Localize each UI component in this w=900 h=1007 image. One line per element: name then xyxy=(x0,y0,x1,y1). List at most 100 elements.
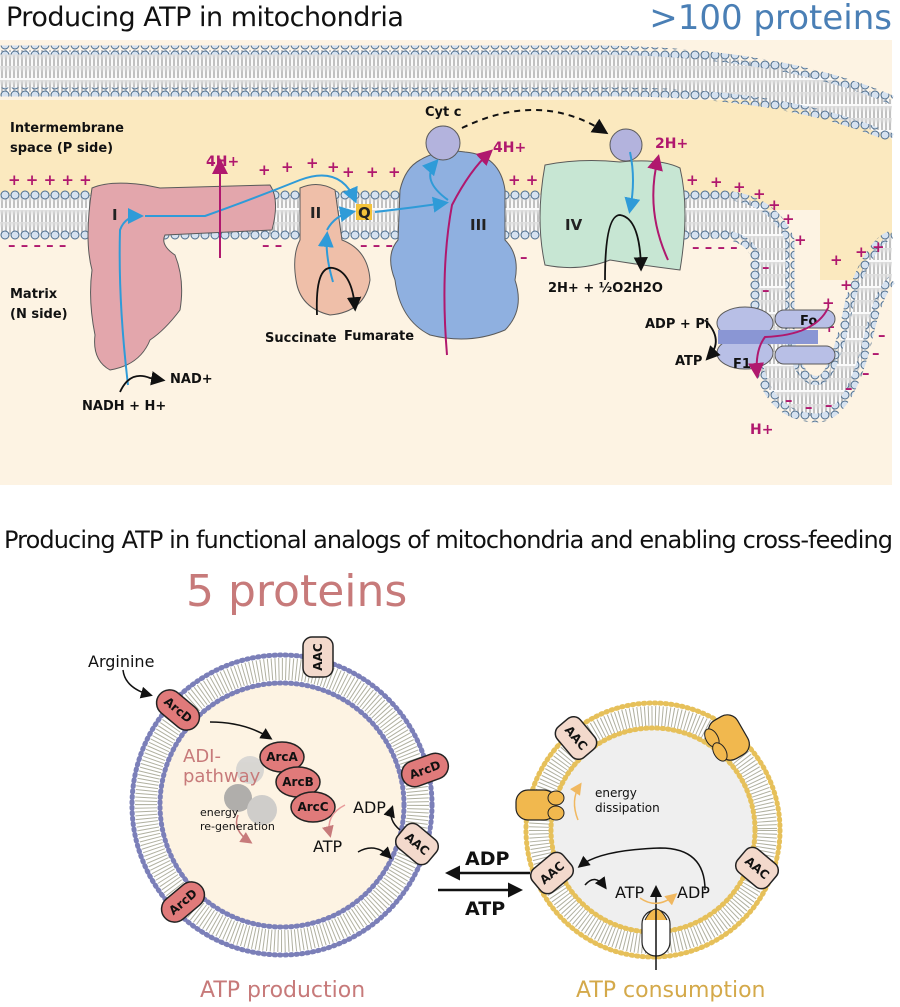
quinone-label: Q xyxy=(358,204,371,222)
water-label: H2O xyxy=(632,281,663,296)
matrix-label-1: Matrix xyxy=(10,287,58,302)
nadh-label: NADH + H+ xyxy=(82,399,166,414)
aac-to-adp-arrow xyxy=(383,805,401,831)
atp-hydrolysis-arrow xyxy=(639,893,678,906)
proton-label-complex-1: 4H+ xyxy=(206,154,239,170)
svg-text:– – – – –: – – – – – xyxy=(8,236,66,254)
mitochondria-diagram: + + + + + + + + + + + + + + + + + + + + … xyxy=(0,40,896,485)
producer-cell xyxy=(129,652,435,958)
atp-label-top: ATP xyxy=(675,354,702,369)
aac-transporter-producer-right: AAC xyxy=(394,822,440,866)
adp-return-arrow xyxy=(577,847,706,891)
adp-pi-label: ADP + Pi xyxy=(645,317,709,332)
svg-text:–: – xyxy=(878,326,886,344)
analog-title: Producing ATP in functional analogs of m… xyxy=(4,526,893,554)
f1-label: F1 xyxy=(733,357,751,372)
svg-text:+: + xyxy=(710,173,723,191)
consumer-protein-top-right xyxy=(704,714,750,762)
complex-2-label: II xyxy=(310,204,321,222)
analog-protein-count: 5 proteins xyxy=(186,566,408,617)
svg-text:+: + xyxy=(388,163,401,181)
proton-paths xyxy=(212,149,829,379)
succinate-label: Succinate xyxy=(265,331,337,346)
nad-label: NAD+ xyxy=(170,372,213,387)
svg-text:+: + xyxy=(840,276,853,294)
svg-text:+: + xyxy=(872,238,885,256)
svg-text:–: – xyxy=(862,364,870,382)
arginine-uptake-arrow xyxy=(122,669,153,699)
cyt-c-label: Cyt c xyxy=(425,105,461,120)
cross-feeding-diagram: ArcD ArcD ArcD AAC AAC ArcA ArcB ArcC A xyxy=(88,636,783,970)
energy-label-2: re-generation xyxy=(200,820,275,833)
svg-text:+ + + + +: + + + + + xyxy=(8,171,92,189)
cyt-c-transfer-arrow xyxy=(461,108,609,135)
svg-text:+: + xyxy=(306,154,319,172)
svg-text:+: + xyxy=(782,210,795,228)
adp-exchange-arrow: ADP xyxy=(445,848,530,881)
complex-3: III xyxy=(390,150,519,340)
matrix-label-2: (N side) xyxy=(10,307,68,322)
svg-text:ArcC: ArcC xyxy=(297,800,328,814)
svg-text:+: + xyxy=(822,294,835,312)
svg-text:+: + xyxy=(281,158,294,176)
producer-adp-label: ADP xyxy=(353,798,386,817)
outer-membrane xyxy=(0,45,894,143)
aac-transporter-producer-top: AAC xyxy=(302,636,334,678)
svg-text:+: + xyxy=(830,251,843,269)
svg-text:+: + xyxy=(686,171,699,189)
producer-atp-label: ATP xyxy=(313,837,342,856)
svg-text:–: – xyxy=(785,391,793,409)
oxygen-reaction-label: 2H+ + ½O2 xyxy=(548,281,632,296)
svg-text:AAC: AAC xyxy=(311,643,325,671)
cyt-c-bound-3 xyxy=(425,125,461,161)
svg-text:–: – xyxy=(872,344,880,362)
complex-3-label: III xyxy=(470,216,487,234)
complex-4-label: IV xyxy=(565,216,583,234)
atp-exchange-arrow: ATP xyxy=(438,882,523,920)
complex-1: I xyxy=(87,182,276,371)
svg-text:–: – xyxy=(762,281,770,299)
reaction-arrows xyxy=(119,214,721,393)
complex-1-label: I xyxy=(112,206,118,224)
svg-text:ArcB: ArcB xyxy=(282,775,313,789)
svg-text:+: + xyxy=(258,161,271,179)
quinone-box xyxy=(356,204,372,220)
svg-text:+: + xyxy=(366,163,379,181)
atp-production-caption: ATP production xyxy=(200,978,366,1003)
ims-label-2: space (P side) xyxy=(10,141,113,156)
aac-transporter-consumer-top-left: AAC xyxy=(554,715,598,761)
svg-text:–: – xyxy=(825,396,833,414)
atp-to-aac-arrow xyxy=(357,846,393,860)
arginine-label: Arginine xyxy=(88,652,154,671)
consumer-atpase-bottom xyxy=(641,885,671,970)
dissipation-label-1: energy xyxy=(595,786,637,800)
svg-text:+ +: + + xyxy=(508,171,538,189)
arca-enzyme: ArcA xyxy=(259,741,305,773)
adp-to-atp-arrow xyxy=(322,804,346,838)
adi-enzyme-cluster xyxy=(224,756,277,825)
consumer-atp-label: ATP xyxy=(615,883,644,902)
svg-text:+: + xyxy=(327,158,340,176)
svg-text:+: + xyxy=(733,178,746,196)
atp-consumption-caption: ATP consumption xyxy=(576,978,766,1003)
svg-text:–: – xyxy=(520,248,528,266)
positive-charges: + + + + + + + + + + + + + + + + + + + + … xyxy=(8,154,885,336)
adi-pathway-label-1: ADI- xyxy=(183,746,221,767)
electron-paths xyxy=(118,151,641,386)
svg-text:–: – xyxy=(762,258,770,276)
svg-text:+: + xyxy=(855,243,868,261)
arcd-transporter-1: ArcD xyxy=(155,689,201,731)
svg-text:ArcA: ArcA xyxy=(266,750,298,764)
svg-text:– – –: – – – xyxy=(360,236,393,254)
adi-pathway-label-2: pathway xyxy=(183,766,261,787)
arcc-enzyme: ArcC xyxy=(290,791,336,823)
consumer-adp-label: ADP xyxy=(677,883,710,902)
svg-text:– –: – – xyxy=(262,236,282,254)
svg-text:+: + xyxy=(753,185,766,203)
proton-label-atp-synthase: H+ xyxy=(750,422,773,438)
arcb-enzyme: ArcB xyxy=(275,766,321,798)
exchange-atp-label: ATP xyxy=(465,898,505,920)
energy-label-1: energy xyxy=(200,806,239,819)
aac-to-atp-arrow xyxy=(584,876,607,890)
svg-text:–: – xyxy=(805,398,813,416)
